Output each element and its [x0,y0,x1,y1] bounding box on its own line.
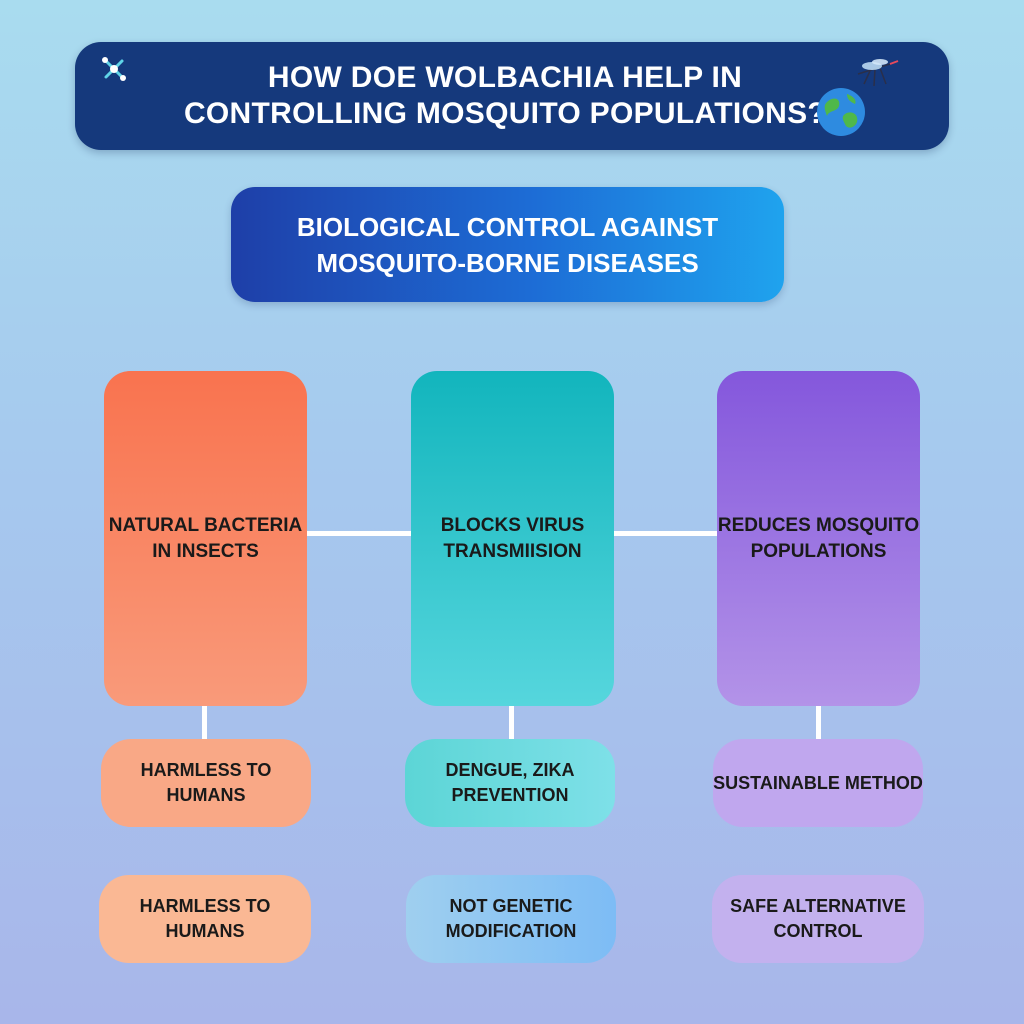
benefit-label: SAFE ALTERNATIVE CONTROL [730,896,906,941]
concept-label: NATURAL BACTERIA IN INSECTS [108,514,303,562]
benefit-pill: HARMLESS TO HUMANS [101,739,311,827]
subtitle-text: BIOLOGICAL CONTROL AGAINST MOSQUITO-BORN… [251,209,764,281]
subtitle-line-1: BIOLOGICAL CONTROL AGAINST [296,212,719,242]
mosquito-icon [857,59,899,87]
title-line-2: CONTROLLING MOSQUITO POPULATIONS? [183,97,827,130]
concept-box-natural-bacteria: NATURAL BACTERIA IN INSECTS [104,371,307,706]
benefit-pill: DENGUE, ZIKA PREVENTION [405,739,615,827]
subtitle-banner: BIOLOGICAL CONTROL AGAINST MOSQUITO-BORN… [231,187,784,302]
benefit-pill: SAFE ALTERNATIVE CONTROL [712,875,924,963]
connector-line [202,706,207,740]
concept-box-reduces-mosquito: REDUCES MOSQUITO POPULATIONS [717,371,920,706]
connector-line [306,531,412,536]
benefit-label: DENGUE, ZIKA PREVENTION [445,760,575,805]
benefit-label: SUSTAINABLE METHOD [713,772,923,793]
benefit-label: NOT GENETIC MODIFICATION [445,896,577,941]
benefit-label: HARMLESS TO HUMANS [140,760,272,805]
title-banner: HOW DOE WOLBACHIA HELP IN CONTROLLING MO… [75,42,949,150]
connector-line [613,531,718,536]
concept-label: BLOCKS VIRUS TRANSMIISION [440,514,585,562]
benefit-pill: NOT GENETIC MODIFICATION [406,875,616,963]
concept-label: REDUCES MOSQUITO POPULATIONS [717,514,920,562]
globe-icon [817,88,865,136]
bacteria-icon [102,57,126,81]
connector-line [816,706,821,740]
concept-box-blocks-virus: BLOCKS VIRUS TRANSMIISION [411,371,614,706]
subtitle-line-2: MOSQUITO-BORNE DISEASES [316,248,699,278]
connector-line [509,706,514,740]
benefit-pill: SUSTAINABLE METHOD [713,739,923,827]
page-title: HOW DOE WOLBACHIA HELP IN CONTROLLING MO… [175,60,835,132]
title-line-1: HOW DOE WOLBACHIA HELP IN [267,61,743,94]
benefit-pill: HARMLESS TO HUMANS [99,875,311,963]
benefit-label: HARMLESS TO HUMANS [139,896,271,941]
